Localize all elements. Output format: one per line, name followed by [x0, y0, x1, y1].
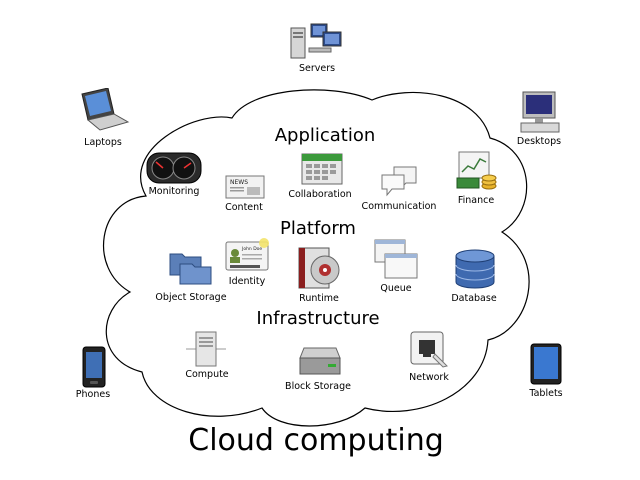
content-label: Content [225, 202, 263, 213]
newspaper-icon: NEWS [225, 175, 265, 199]
runtime-label: Runtime [299, 293, 339, 304]
network-label: Network [409, 372, 449, 383]
infrastructure-heading: Infrastructure [256, 308, 380, 329]
identity-card-name: John Doe [241, 246, 262, 252]
platform-heading: Platform [280, 218, 356, 239]
news-text: NEWS [230, 179, 248, 186]
speech-bubbles-icon [381, 166, 417, 197]
desktops-label: Desktops [516, 136, 562, 147]
monitoring-gauge-icon [146, 152, 202, 184]
desktop-icon [520, 91, 560, 133]
phone-icon [82, 346, 106, 388]
laptop-icon [81, 88, 130, 131]
monitoring-label: Monitoring [148, 186, 200, 197]
database-icon [455, 249, 495, 289]
finance-label: Finance [457, 195, 495, 206]
collaboration-label: Collaboration [288, 189, 352, 200]
object-storage-label: Object Storage [155, 292, 227, 303]
phones-label: Phones [75, 389, 111, 400]
servers-label: Servers [298, 63, 336, 74]
id-card-icon: John Doe [225, 238, 269, 271]
hard-drive-icon [299, 347, 341, 375]
compute-server-icon [186, 331, 226, 367]
block-storage-label: Block Storage [285, 381, 351, 392]
folders-icon [169, 253, 212, 285]
network-port-icon [410, 331, 448, 368]
laptops-label: Laptops [84, 137, 122, 148]
tablet-icon [530, 343, 562, 385]
compute-label: Compute [185, 369, 229, 380]
database-label: Database [451, 293, 497, 304]
calendar-icon [301, 153, 343, 185]
servers-icon [290, 23, 342, 59]
application-heading: Application [274, 125, 376, 146]
runtime-disc-icon [298, 247, 340, 289]
queue-label: Queue [380, 283, 412, 294]
identity-label: Identity [228, 276, 266, 287]
queue-windows-icon [374, 239, 418, 279]
finance-chart-icon [456, 151, 497, 190]
communication-label: Communication [361, 201, 437, 212]
tablets-label: Tablets [529, 388, 563, 399]
diagram-title: Cloud computing [188, 423, 444, 458]
